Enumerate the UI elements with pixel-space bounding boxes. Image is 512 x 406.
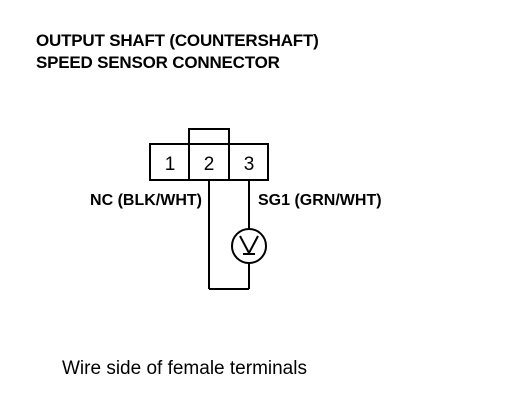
wire-label-sg1: SG1 (GRN/WHT) bbox=[258, 192, 382, 209]
title-line-2: SPEED SENSOR CONNECTOR bbox=[36, 53, 280, 72]
voltmeter-icon bbox=[231, 228, 267, 264]
title-line-1: OUTPUT SHAFT (COUNTERSHAFT) bbox=[36, 31, 319, 50]
connector-lock-tab bbox=[188, 128, 230, 144]
diagram-caption: Wire side of female terminals bbox=[62, 358, 307, 379]
pin-2-label: 2 bbox=[204, 154, 215, 175]
wire-label-nc: NC (BLK/WHT) bbox=[90, 192, 202, 209]
diagram-title: OUTPUT SHAFT (COUNTERSHAFT) SPEED SENSOR… bbox=[36, 30, 319, 74]
pin-1-label: 1 bbox=[165, 154, 176, 175]
pin-3-label: 3 bbox=[244, 154, 255, 175]
